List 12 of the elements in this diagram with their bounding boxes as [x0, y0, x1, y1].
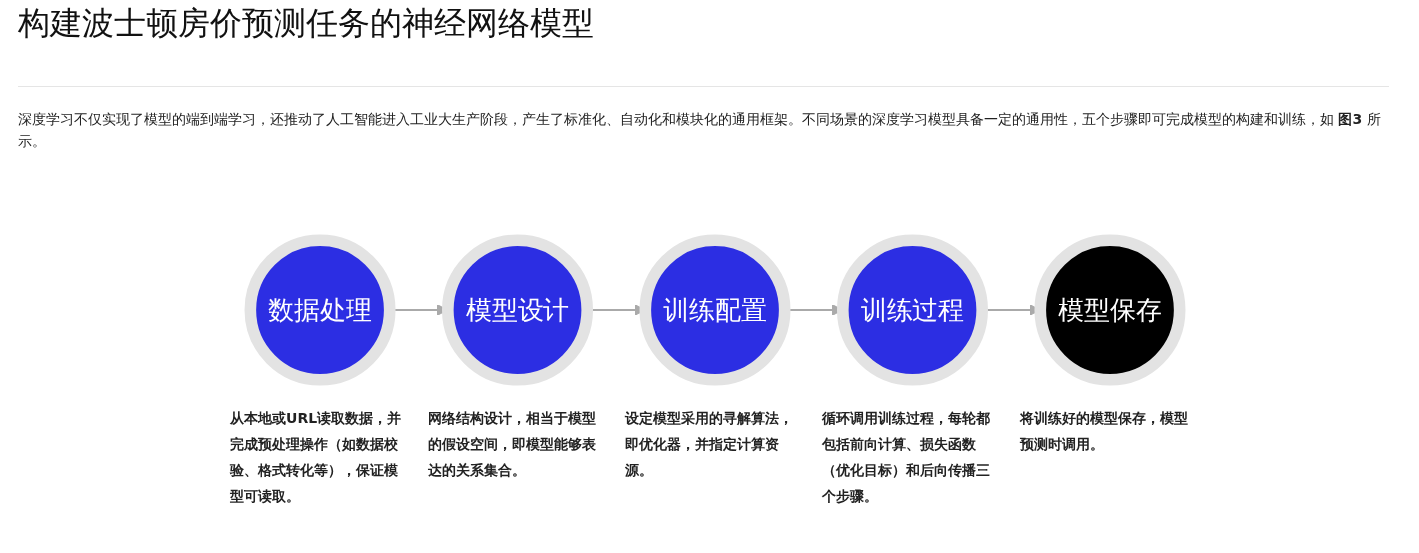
node-circle: 训练过程	[837, 234, 988, 386]
step-description: 设定模型采用的寻解算法，即优化器，并指定计算资源。	[625, 408, 794, 480]
step-description: 网络结构设计，相当于模型的假设空间，即模型能够表达的关系集合。	[427, 408, 597, 480]
node-circle: 模型设计	[442, 234, 593, 386]
step-description: 从本地或URL读取数据，并完成预处理操作（如数据校验、格式转化等），保证模型可读取。	[230, 408, 403, 506]
page-title: 构建波士顿房价预测任务的神经网络模型	[18, 3, 594, 44]
step-description: 将训练好的模型保存，模型预测时调用。	[1019, 408, 1189, 454]
step-description: 循环调用训练过程，每轮都包括前向计算、损失函数（优化目标）和后向传播三个步骤。	[822, 408, 992, 506]
node-circle: 数据处理	[244, 234, 396, 386]
node-circle: 训练配置	[639, 234, 791, 386]
intro-paragraph: 深度学习不仅实现了模型的端到端学习，还推动了人工智能进入工业大生产阶段，产生了标准化、自动化和模块化的通用框架。不同场景的深度学习模型具备一定的通用性，五个步骤即可完成模型的构建和训练，如 图3 所示。	[18, 110, 1382, 151]
node-circle: 模型保存	[1034, 234, 1186, 386]
